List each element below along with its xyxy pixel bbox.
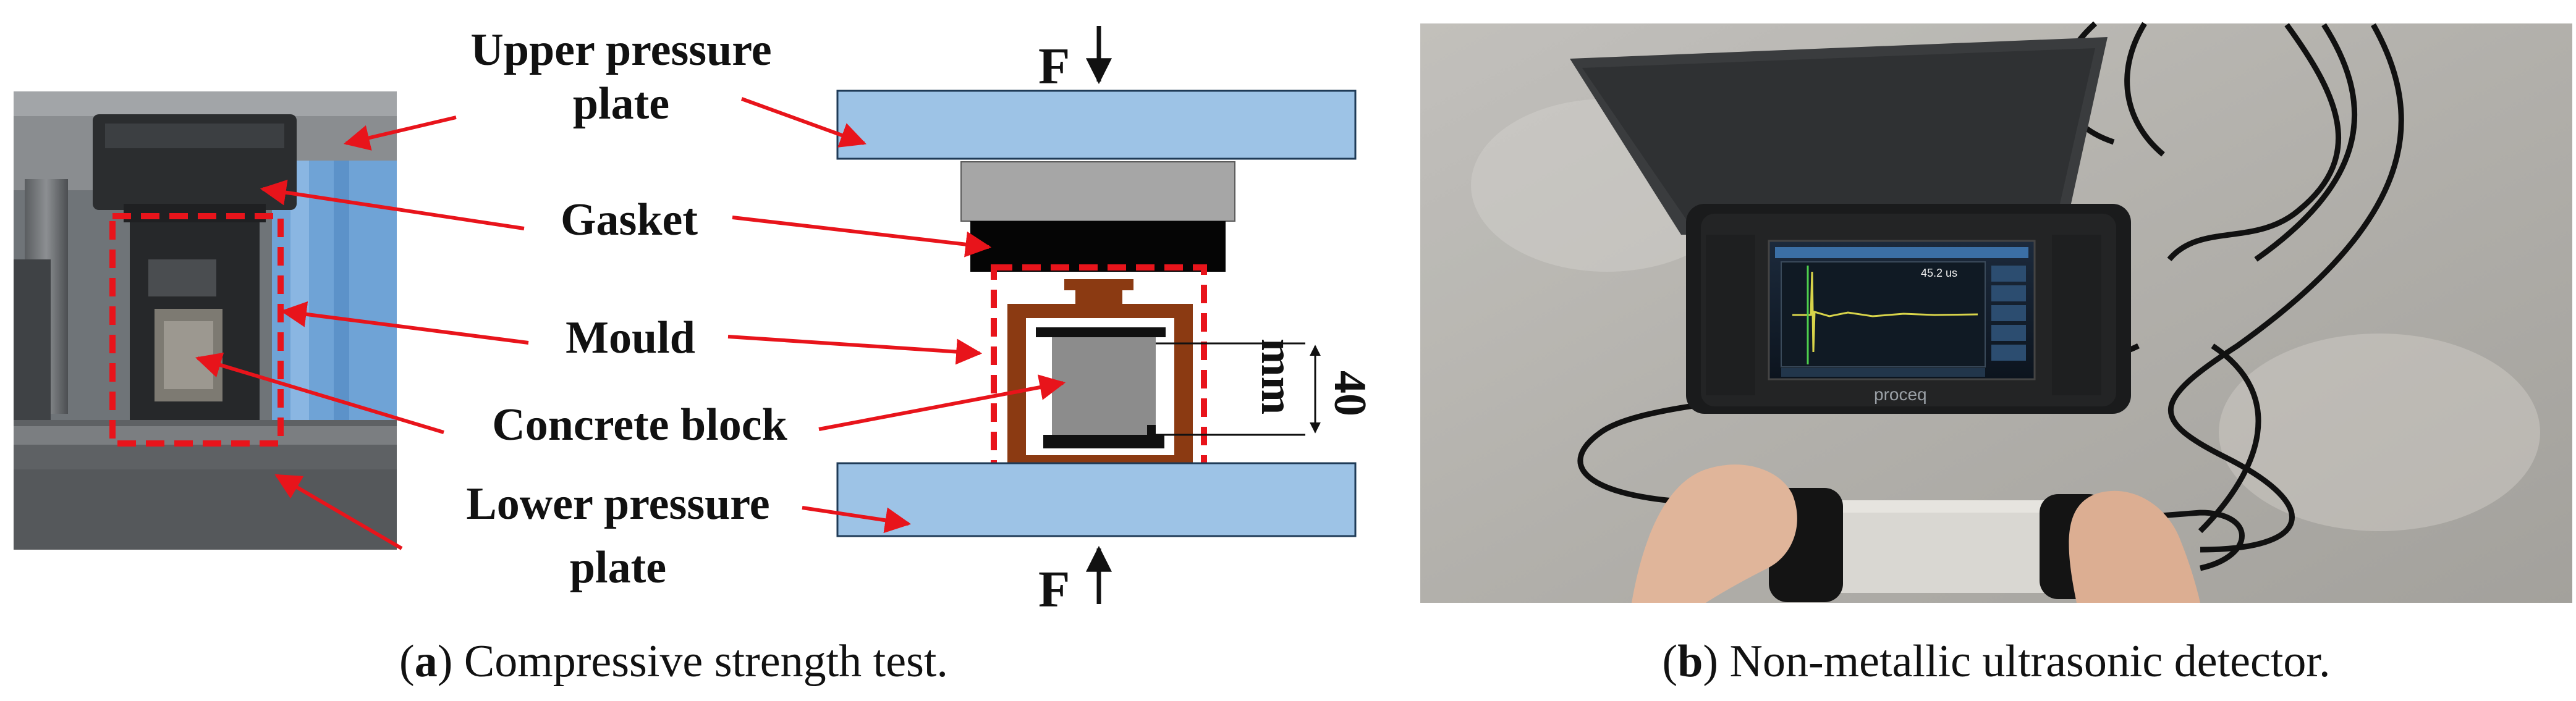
annotation-arrows-schematic (727, 97, 1066, 534)
press-photo (14, 91, 397, 550)
gasket-black (970, 221, 1226, 272)
label-upper-plate-1: Upper pressure (470, 25, 771, 75)
annotation-arrows-photo (195, 115, 529, 550)
mould (1007, 304, 1193, 464)
mould-top-cap (1064, 279, 1133, 290)
caption-a: (a) Compressive strength test. (399, 636, 948, 687)
concrete-block (1052, 337, 1156, 435)
screen-reading: 45.2 us (1921, 267, 1957, 279)
dimension-value: 40 (1324, 371, 1375, 416)
label-upper-plate-2: plate (573, 78, 669, 129)
force-bottom-label: F (1038, 561, 1070, 618)
label-lower-plate-2: plate (570, 542, 666, 593)
caption-b: (b) Non-metallic ultrasonic detector. (1663, 636, 2331, 687)
label-mould: Mould (566, 313, 695, 363)
detector-photo: 45.2 us proceq (1420, 21, 2572, 603)
force-top-label: F (1038, 38, 1070, 95)
upper-pressure-plate (836, 90, 1357, 160)
mould-top-neck (1075, 290, 1122, 304)
label-gasket: Gasket (561, 195, 698, 245)
dimension-unit: mm (1252, 338, 1302, 414)
lower-pressure-plate (836, 462, 1357, 537)
device-brand: proceq (1874, 385, 1927, 404)
label-lower-plate-1: Lower pressure (466, 479, 769, 529)
label-concrete-block: Concrete block (492, 400, 787, 450)
gasket-gray (960, 161, 1235, 222)
